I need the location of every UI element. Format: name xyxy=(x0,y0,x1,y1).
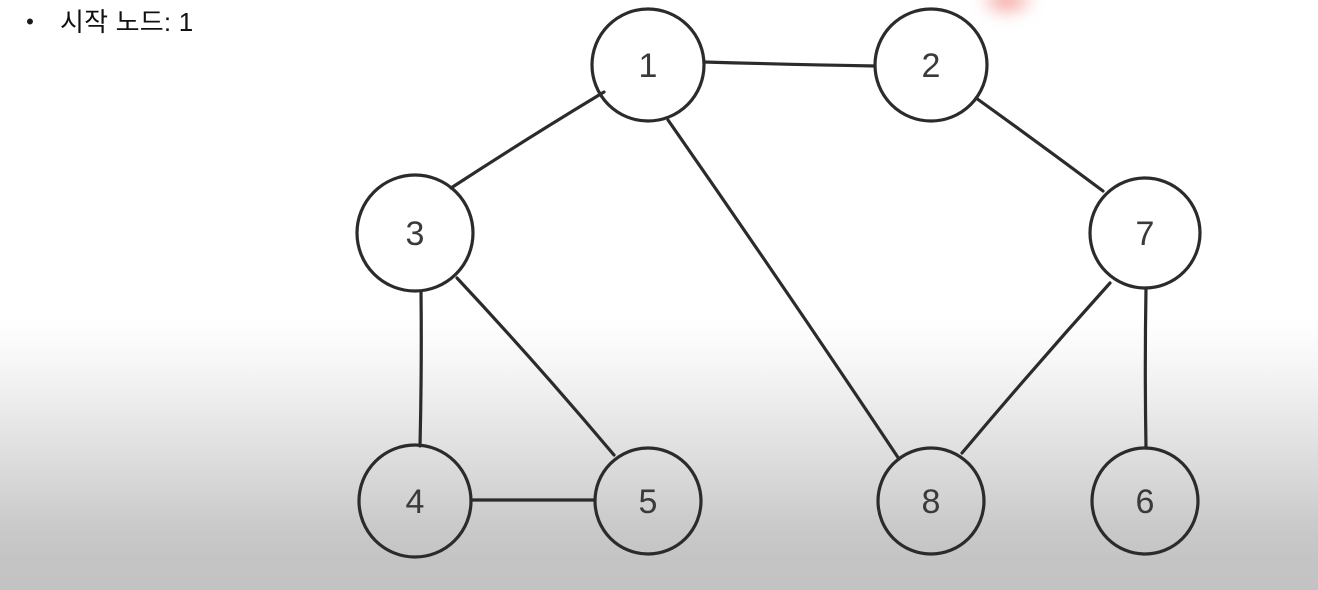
graph-node-1-label: 1 xyxy=(639,47,658,85)
graph-node-3-circle[interactable] xyxy=(355,173,475,293)
graph-node-4-circle[interactable] xyxy=(357,443,473,559)
graph-node-4-label: 4 xyxy=(406,483,425,521)
graph-node-5-circle[interactable] xyxy=(593,446,703,556)
graph-edge-3-4 xyxy=(418,289,423,448)
graph-edge-1-3 xyxy=(449,90,606,190)
bullet-marker-icon: • xyxy=(26,9,34,34)
graph-edge-7-6 xyxy=(1143,286,1148,450)
graph-node-4[interactable]: 4 xyxy=(357,443,473,559)
graph-node-2[interactable]: 2 xyxy=(873,7,989,123)
bullet-line: • 시작 노드: 1 xyxy=(0,2,193,42)
start-node-text: 시작 노드: 1 xyxy=(60,7,194,37)
graph-edge-1-8 xyxy=(666,118,901,461)
graph-node-6-label: 6 xyxy=(1136,483,1155,521)
graph-edge-7-8 xyxy=(960,281,1112,455)
graph-node-7[interactable]: 7 xyxy=(1088,176,1202,290)
graph-node-7-circle[interactable] xyxy=(1088,176,1202,290)
graph-node-3-label: 3 xyxy=(406,215,425,253)
graph-node-6[interactable]: 6 xyxy=(1090,446,1200,556)
graph-edge-3-5 xyxy=(455,276,616,457)
graph-node-3[interactable]: 3 xyxy=(355,173,475,293)
graph-node-5[interactable]: 5 xyxy=(593,446,703,556)
graph-node-1-circle[interactable] xyxy=(590,7,706,123)
graph-node-1[interactable]: 1 xyxy=(590,7,706,123)
graph-nodes: 1 2 3 7 4 5 8 6 xyxy=(355,7,1202,559)
graph-node-8-label: 8 xyxy=(922,483,941,521)
graph-node-8[interactable]: 8 xyxy=(876,446,986,556)
graph-node-5-label: 5 xyxy=(639,483,658,521)
graph-node-8-circle[interactable] xyxy=(876,446,986,556)
graph-node-2-circle[interactable] xyxy=(873,7,989,123)
graph-node-2-label: 2 xyxy=(922,47,941,85)
graph-edge-1-2 xyxy=(702,60,877,68)
graph-edge-2-7 xyxy=(974,96,1105,193)
graph-edges xyxy=(418,60,1148,502)
graph-node-6-circle[interactable] xyxy=(1090,446,1200,556)
graph-node-7-label: 7 xyxy=(1136,215,1155,253)
